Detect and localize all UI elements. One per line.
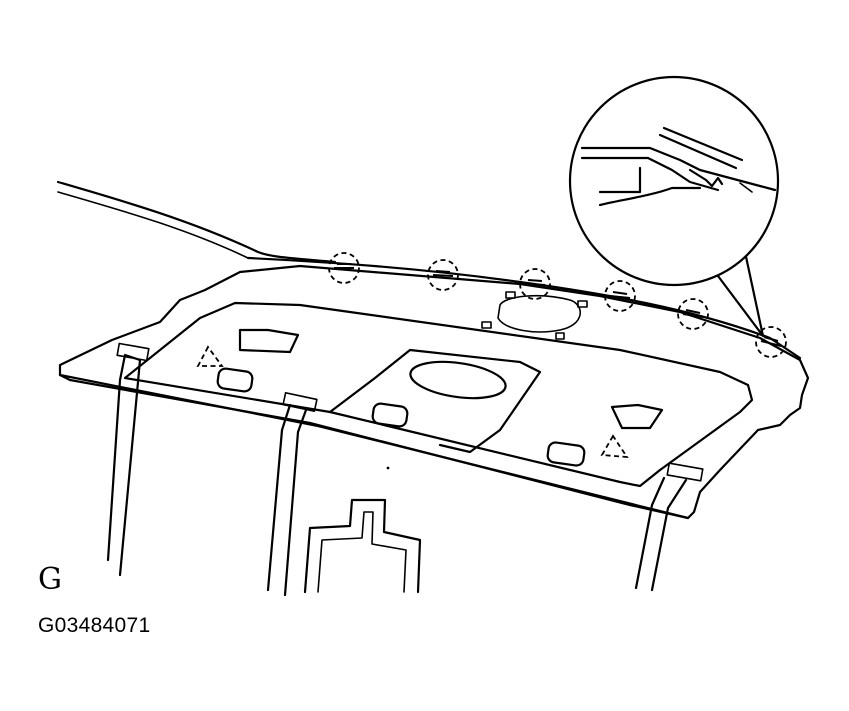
stoplight-bracket [497,294,581,333]
view-letter-label: G [38,562,62,597]
roof-edge-line [56,180,337,264]
seatback-cutout [303,498,422,594]
bracket-tab-2 [505,291,516,299]
roof-edge-line-inner [57,191,249,259]
center-slot [371,402,409,428]
right-strap [634,476,688,592]
tray-front-lip [58,373,690,520]
center-strap-clip [282,392,318,412]
speaker-opening-center [409,360,507,400]
bracket-tab-3 [577,300,588,308]
clip-location-3 [519,268,551,300]
center-strap [266,403,308,597]
detail-clip-cross-section [580,126,777,207]
locator-triangle-right [600,434,629,459]
callout-leader [710,250,765,338]
detail-callout-circle [568,75,780,287]
left-strap-clip [116,342,150,362]
tray-inner-panel [123,301,754,488]
bracket-tab-4 [555,332,565,340]
right-rect-opening [610,403,664,430]
reference-dot [386,466,390,470]
right-strap-clip [666,462,704,482]
bracket-tab-1 [481,321,492,329]
clip-location-2 [427,259,459,291]
clip-location-6 [755,326,787,358]
clip-location-4 [604,280,636,312]
left-rect-opening [238,328,300,354]
figure-code-label: G03484071 [38,614,151,637]
clip-location-5 [677,298,709,330]
left-slot [216,367,254,393]
center-console-box [328,348,542,454]
clip-location-1 [328,252,360,284]
locator-triangle-left [196,345,224,367]
right-slot [546,441,586,467]
seatback-cutout-inner [317,511,407,593]
